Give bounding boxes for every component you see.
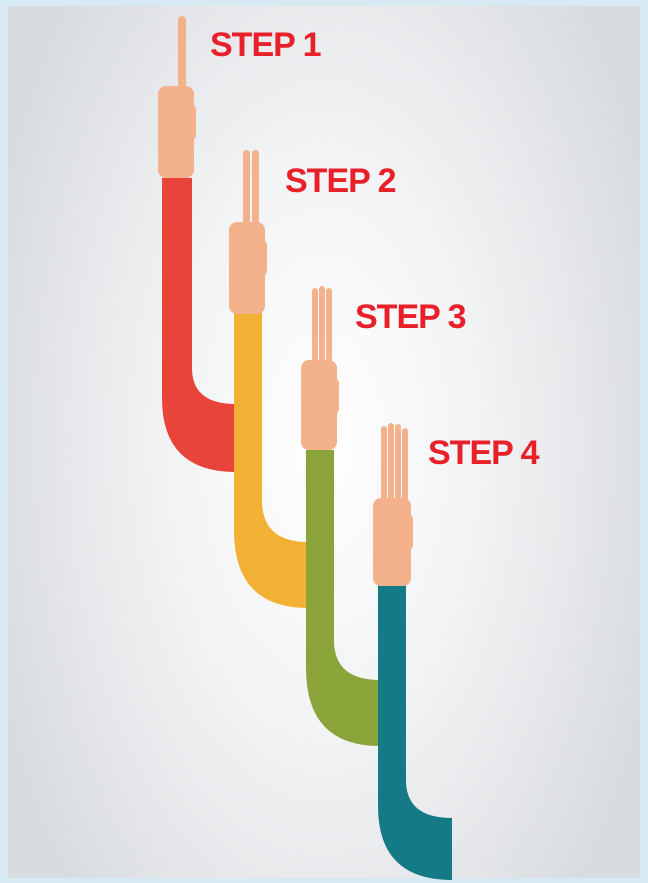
step-4-label: STEP 4 bbox=[428, 434, 540, 472]
step-3-arm bbox=[306, 450, 380, 746]
step-2-arm bbox=[234, 312, 308, 608]
step-3-hand-icon bbox=[301, 286, 339, 450]
step-2-hand-icon bbox=[229, 150, 267, 314]
step-2-label: STEP 2 bbox=[285, 162, 396, 200]
step-4-arm bbox=[378, 585, 452, 880]
step-1-hand-icon bbox=[158, 16, 196, 178]
step-4-hand-icon bbox=[373, 423, 413, 586]
step-3-label: STEP 3 bbox=[355, 298, 466, 336]
step-1-arm bbox=[162, 178, 236, 472]
step-1-label: STEP 1 bbox=[210, 26, 321, 64]
